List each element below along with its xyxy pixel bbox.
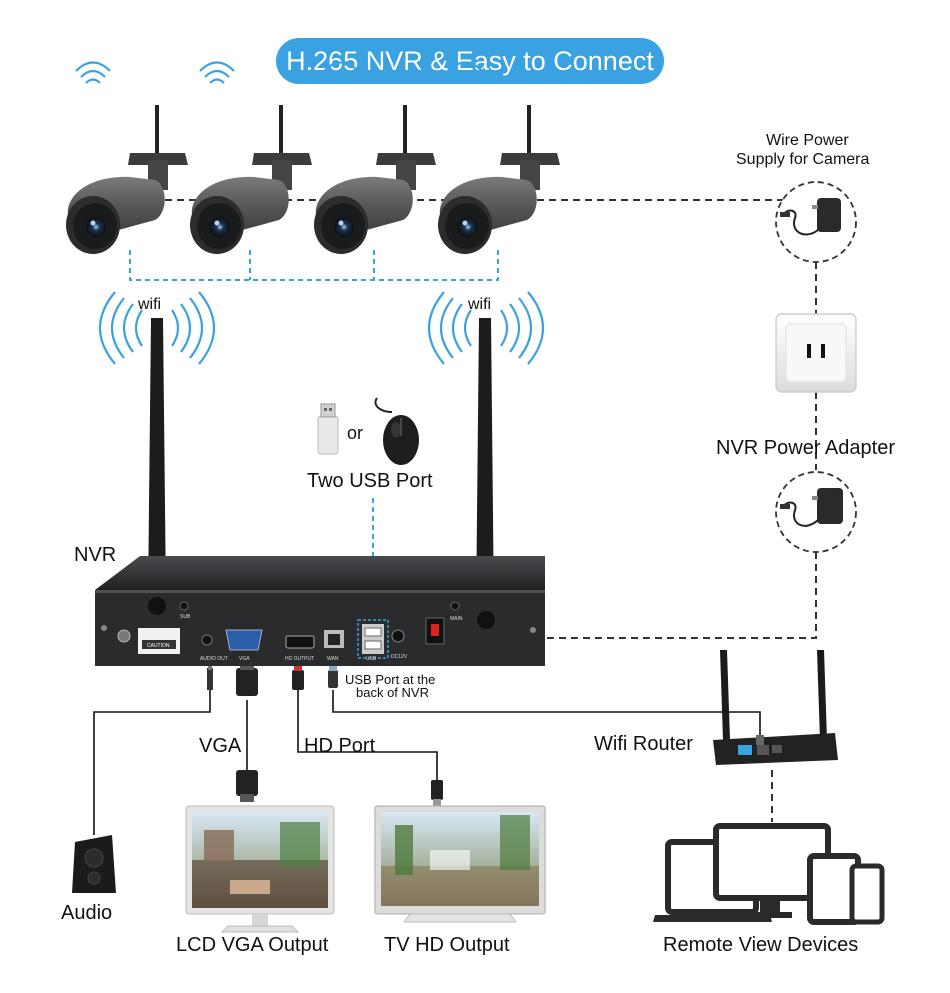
nvr-antenna-right [476, 318, 494, 615]
port-dc-text: DC12V [391, 654, 408, 660]
wifi-label-right: wifi [468, 296, 492, 313]
mouse [374, 397, 419, 465]
port-usb-text: USB [366, 656, 377, 662]
main-text: MAIN [450, 616, 463, 622]
usb-back-label-2: back of NVR [356, 685, 429, 700]
camera-wifi-link [129, 250, 499, 281]
camera-3 [314, 61, 436, 254]
camera-1 [66, 61, 188, 254]
nvr-label: NVR [74, 544, 117, 566]
tv [374, 805, 546, 923]
nvr-power-label: NVR Power Adapter [716, 437, 895, 459]
wifi-router-label: Wifi Router [594, 733, 693, 755]
nvr-device: AUDIO OUT VGA HD OUTPUT WAN USB DC12V CA… [95, 318, 545, 666]
audio-speaker [72, 835, 116, 893]
camera-2 [190, 61, 312, 254]
tv-hd-label: TV HD Output [384, 934, 510, 956]
nvr-cables [93, 690, 761, 835]
remote-view-label: Remote View Devices [663, 934, 859, 956]
wire-power-label-1: Wire Power [766, 132, 849, 149]
lcd-vga-label: LCD VGA Output [176, 934, 329, 956]
title-pill: H.265 NVR & Easy to Connect [276, 38, 664, 84]
wifi-signal-right [427, 291, 545, 365]
audio-label: Audio [61, 902, 113, 924]
port-vga-text: VGA [239, 656, 250, 662]
power-chain-line [540, 262, 817, 639]
or-label: or [347, 423, 364, 443]
vga-connector-top [236, 662, 258, 696]
wifi-router [713, 650, 838, 765]
cameras [66, 61, 560, 254]
caution-text: CAUTION [147, 643, 170, 649]
hdmi-plug-top [292, 662, 304, 690]
lan-plug [328, 664, 338, 688]
remote-devices [653, 823, 885, 925]
lcd-monitor [185, 805, 335, 933]
wifi-label-left: wifi [138, 296, 162, 313]
port-hd-text: HD OUTPUT [285, 656, 314, 662]
port-audio-out-text: AUDIO OUT [200, 656, 228, 662]
hdmi-plug-bottom [431, 780, 443, 808]
port-wan-text: WAN [327, 656, 339, 662]
wifi-signal-left [98, 291, 216, 365]
two-usb-label: Two USB Port [307, 470, 433, 492]
wire-power-label-2: Supply for Camera [736, 151, 870, 168]
camera-power-adapter [775, 181, 857, 263]
vga-connector-bottom [236, 770, 258, 802]
nvr-power-adapter [775, 471, 857, 553]
vga-label: VGA [199, 735, 242, 757]
sub-text: SUB [180, 614, 191, 620]
hd-port-label: HD Port [304, 735, 376, 757]
usb-back-label-1: USB Port at the [345, 672, 436, 687]
camera-4 [438, 61, 560, 254]
nvr-antenna-left [148, 318, 166, 600]
wall-outlet [775, 313, 857, 393]
usb-stick [317, 403, 339, 455]
